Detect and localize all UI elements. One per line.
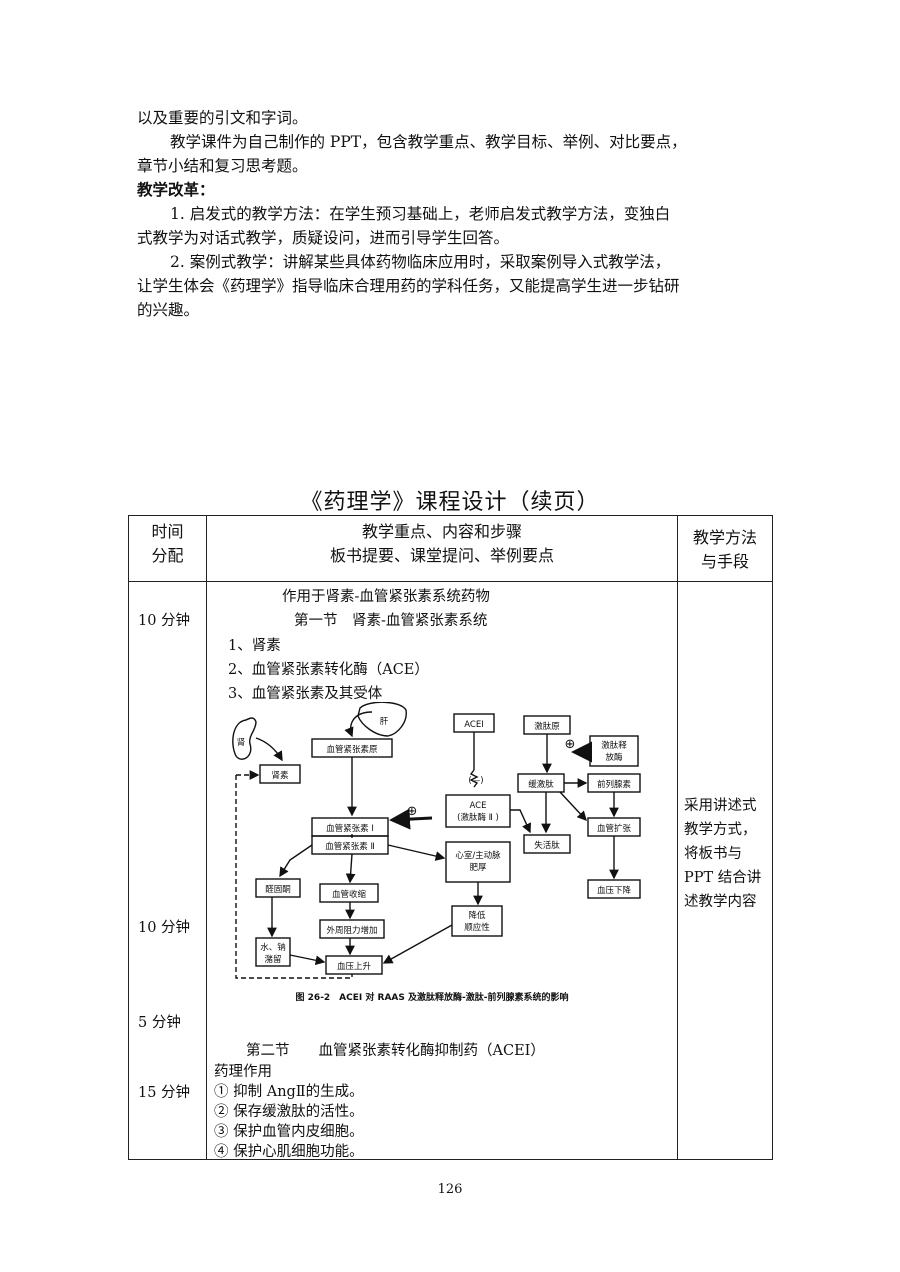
label-water-sodium: 水、钠 (260, 942, 286, 953)
reform-item-1: 1. 启发式的教学方法：在学生预习基础上，老师启发式教学方法，变独白 (170, 205, 671, 223)
table-col-divider (206, 515, 207, 1160)
page-number: 126 (437, 1182, 463, 1197)
intro-text: 以及重要的引文和字词。 教学课件为自己制作的 PPT，包含教学重点、教学目标、举… (137, 106, 777, 322)
reform-heading: 教学改革： (137, 180, 215, 199)
label-ace: ACE (470, 801, 487, 811)
diagram-caption: 图 26-2 ACEI 对 RAAS 及激肽释放酶-激肽-前列腺素系统的影响 (296, 991, 569, 1003)
page-title: 《药理学》课程设计（续页） (300, 490, 600, 515)
table-border-left (128, 515, 129, 1160)
label-hypertrophy: 肥厚 (469, 863, 487, 873)
pharm-item: ④ 保护心肌细胞功能。 (214, 1144, 364, 1160)
label-kidney: 肾 (237, 738, 246, 748)
label-prostaglandin: 前列腺素 (597, 779, 632, 790)
time-allocation: 10 分钟 (138, 613, 191, 629)
label-angiotensinogen: 血管紧张素原 (326, 744, 377, 755)
section-title: 第二节 血管紧张素转化酶抑制药（ACEI） (246, 1043, 545, 1059)
pharm-item: ① 抑制 AngⅡ的生成。 (214, 1084, 364, 1100)
time-allocation: 10 分钟 (138, 920, 191, 936)
reform-item-2: 2. 案例式教学：讲解某些具体药物临床应用时，采取案例导入式教学法， (170, 253, 671, 271)
label-inactive-peptide: 失活肽 (534, 840, 560, 851)
intro-line: 教学课件为自己制作的 PPT，包含教学重点、教学目标、举例、对比要点， (170, 133, 687, 151)
table-border-top (128, 515, 773, 516)
raas-diagram: 肾 肝 肾素 血管紧张素原 血管紧张素 I 血管紧张素 Ⅱ 醛固酮 血管收缩 外… (232, 702, 641, 1003)
label-ace: (激肽酶 Ⅱ ) (457, 812, 499, 823)
label-bradykinin: 缓激肽 (528, 779, 554, 790)
plus-sign-icon: ⊕ (565, 737, 576, 752)
reform-item-2-cont: 的兴趣。 (137, 301, 200, 319)
reform-item-2-cont: 让学生体会《药理学》指导临床合理用药的学科任务，又能提高学生进一步钻研 (137, 277, 680, 295)
pharm-heading: 药理作用 (214, 1064, 272, 1080)
label-kininogen: 激肽原 (534, 721, 560, 732)
outline-item: 3、血管紧张素及其受体 (228, 686, 383, 702)
section-title: 第一节 肾素-血管紧张素系统 (294, 613, 488, 629)
outline-item: 1、肾素 (228, 638, 281, 654)
table-border-bottom (128, 1159, 773, 1160)
label-kallikrein: 激肽释 (601, 740, 627, 751)
plus-sign-icon: ⊕ (407, 804, 418, 819)
intro-line: 章节小结和复习思考题。 (137, 157, 308, 175)
teaching-method: 采用讲述式 教学方式， 将板书与 PPT 结合讲 述教学内容 (684, 798, 762, 910)
header-method: 教学方法 与手段 (692, 528, 757, 571)
label-kallikrein: 放酶 (605, 752, 623, 763)
label-peripheral-resistance: 外周阻力增加 (326, 925, 377, 936)
label-bp-down: 血压下降 (597, 885, 632, 896)
reform-item-1-cont: 式教学为对话式教学，质疑设问，进而引导学生回答。 (137, 229, 510, 247)
label-hypertrophy: 心室/主动脉 (455, 850, 501, 861)
pharm-item: ② 保存缓激肽的活性。 (214, 1104, 364, 1120)
time-allocation: 5 分钟 (138, 1015, 181, 1031)
intro-line: 以及重要的引文和字词。 (137, 109, 308, 127)
table-border-right (772, 515, 773, 1160)
label-aldosterone: 醛固酮 (265, 884, 291, 895)
pharm-item: ③ 保护血管内皮细胞。 (214, 1124, 364, 1140)
time-allocation: 15 分钟 (138, 1085, 191, 1101)
label-vasoconstriction: 血管收缩 (332, 889, 367, 900)
chapter-title: 作用于肾素-血管紧张素系统药物 (282, 589, 490, 605)
label-acei: ACEI (464, 720, 483, 730)
outline-item: 2、血管紧张素转化酶（ACE） (228, 662, 429, 678)
table-header-divider (128, 581, 773, 582)
label-liver: 肝 (380, 717, 389, 727)
label-compliance: 降低 (468, 910, 486, 921)
header-content: 教学重点、内容和步骤 板书提要、课堂提问、举例要点 (329, 522, 554, 565)
label-ang2: 血管紧张素 Ⅱ (325, 841, 374, 852)
label-bp-up: 血压上升 (337, 961, 372, 972)
label-compliance: 顺应性 (464, 922, 490, 933)
label-ang1: 血管紧张素 I (326, 823, 374, 834)
label-vasodilation: 血管扩张 (597, 823, 632, 834)
label-minus: (—) (468, 776, 483, 786)
label-renin: 肾素 (271, 770, 289, 781)
label-water-sodium: 潴留 (264, 954, 281, 965)
header-time: 时间 分配 (151, 522, 184, 565)
table-col-divider (677, 515, 678, 1160)
